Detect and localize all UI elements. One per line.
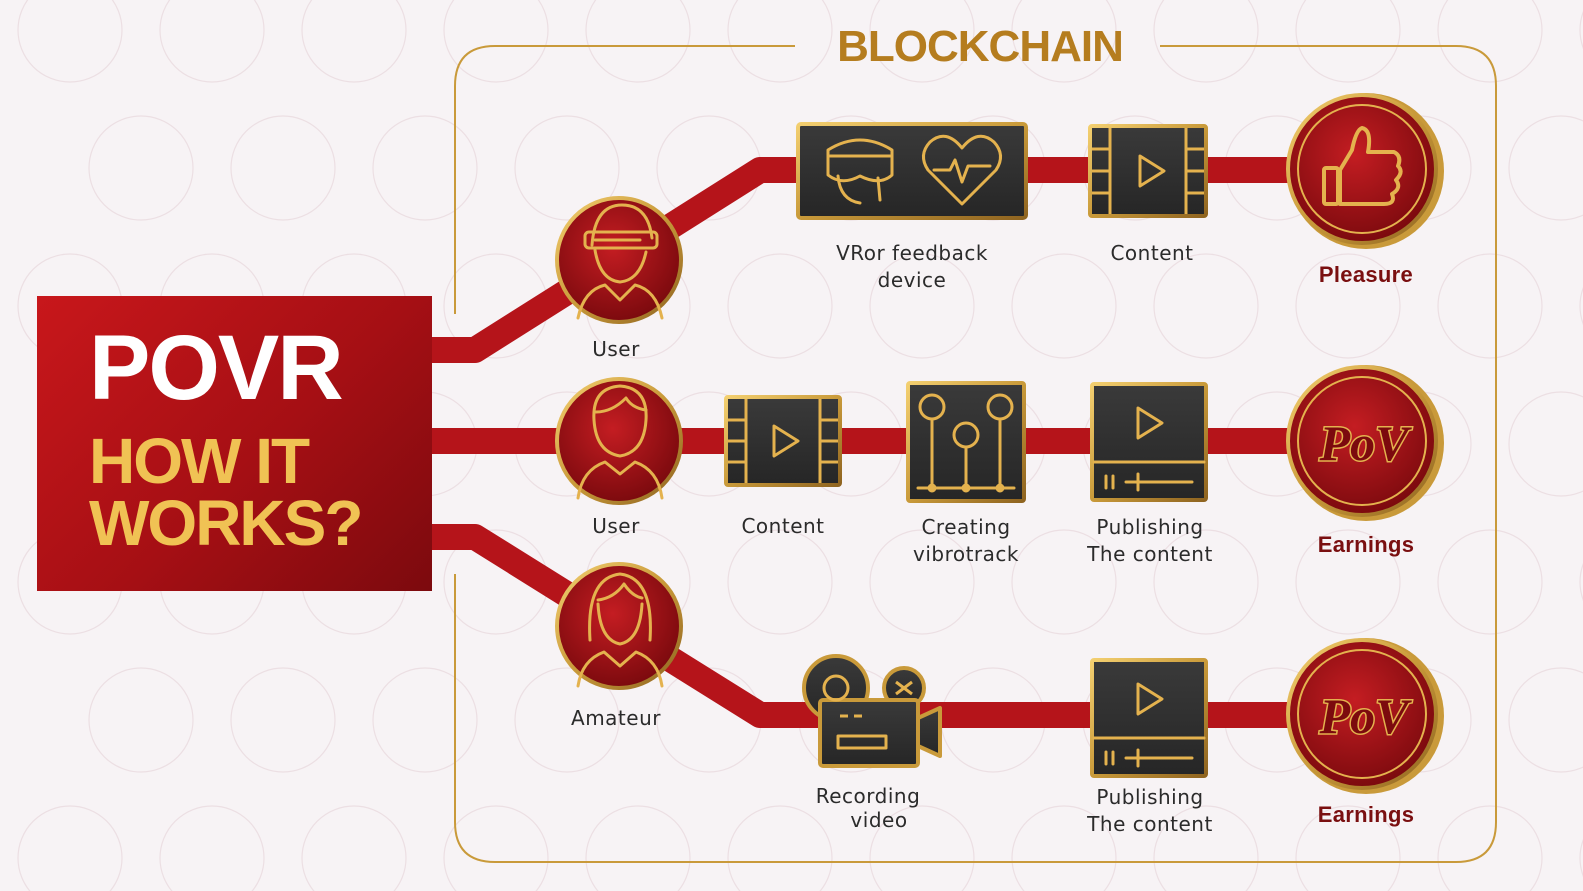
pattern-circle bbox=[1295, 0, 1401, 83]
step-content-middle bbox=[724, 395, 842, 487]
pattern-circle bbox=[1508, 391, 1583, 497]
movie-camera-icon bbox=[802, 654, 942, 768]
blockchain-title: BLOCKCHAIN bbox=[837, 22, 1124, 71]
brand-title: POVR bbox=[89, 317, 344, 419]
pattern-circle bbox=[230, 115, 336, 221]
video-player-icon bbox=[1092, 682, 1206, 768]
result-earnings-medal-middle: PoV bbox=[1286, 365, 1444, 521]
pattern-circle bbox=[1011, 0, 1117, 83]
video-player-icon bbox=[1092, 406, 1206, 492]
pattern-circle bbox=[514, 115, 620, 221]
result-label-earnings: Earnings bbox=[1317, 802, 1415, 827]
user-avatar-icon bbox=[576, 384, 664, 500]
pattern-circle bbox=[727, 805, 833, 891]
pattern-circle bbox=[1508, 667, 1583, 773]
step-label: Content bbox=[1110, 241, 1194, 265]
pattern-circle bbox=[869, 805, 975, 891]
pattern-circle bbox=[230, 667, 336, 773]
step-label: VRor feedback device bbox=[836, 241, 988, 292]
step-recording-video bbox=[802, 654, 942, 768]
step-creating-vibrotrack bbox=[906, 381, 1026, 503]
step-label: Content bbox=[741, 514, 825, 538]
povr-coin-icon: PoV bbox=[1319, 415, 1413, 471]
pattern-circle bbox=[727, 0, 833, 83]
pattern-circle bbox=[1579, 10, 1583, 50]
step-publishing-bottom bbox=[1090, 658, 1208, 778]
pattern-circle bbox=[585, 0, 691, 83]
pattern-circle bbox=[443, 805, 549, 891]
pattern-circle bbox=[1153, 529, 1259, 635]
step-label: Publishing The content bbox=[1087, 785, 1213, 836]
actor-amateur bbox=[555, 562, 683, 690]
step-label: Recording video bbox=[815, 784, 921, 832]
pattern-circle bbox=[727, 253, 833, 359]
blockchain-frame bbox=[454, 45, 1497, 863]
pattern-circle bbox=[17, 805, 123, 891]
pattern-circle bbox=[1153, 0, 1259, 83]
pattern-circle bbox=[1295, 529, 1401, 635]
pattern-circle bbox=[1295, 253, 1401, 359]
povr-coin-icon: PoV bbox=[1319, 688, 1413, 744]
pattern-circle bbox=[727, 529, 833, 635]
pattern-circle bbox=[1011, 529, 1117, 635]
vr-headset-icon bbox=[826, 138, 894, 205]
pattern-circle bbox=[301, 805, 407, 891]
pattern-circle bbox=[1437, 805, 1543, 891]
actor-user-middle bbox=[555, 377, 683, 505]
result-earnings-medal-bottom: PoV bbox=[1286, 638, 1444, 794]
pattern-circle bbox=[1011, 805, 1117, 891]
pattern-circle bbox=[1153, 805, 1259, 891]
pattern-circle bbox=[88, 115, 194, 221]
result-label-earnings: Earnings bbox=[1317, 532, 1415, 557]
pattern-circle bbox=[1295, 805, 1401, 891]
pattern-circle bbox=[17, 0, 123, 83]
pattern-circle bbox=[159, 0, 265, 83]
actor-user-top bbox=[555, 196, 683, 324]
step-label: Creating vibrotrack bbox=[912, 515, 1019, 566]
pattern-circle bbox=[1011, 253, 1117, 359]
result-label-pleasure: Pleasure bbox=[1318, 262, 1414, 287]
equalizer-icon bbox=[916, 393, 1016, 493]
pattern-circle bbox=[301, 0, 407, 83]
povr-hero-box: POVR HOW IT WORKS? bbox=[37, 296, 432, 591]
step-content-top bbox=[1088, 124, 1208, 218]
actor-label: User bbox=[592, 337, 640, 361]
pattern-circle bbox=[1579, 286, 1583, 326]
actor-label: Amateur bbox=[571, 706, 661, 730]
pattern-circle bbox=[1437, 0, 1543, 83]
step-publishing-middle bbox=[1090, 382, 1208, 502]
pattern-circle bbox=[1153, 253, 1259, 359]
how-it-works-heading: HOW IT WORKS? bbox=[89, 425, 363, 559]
thumbs-up-icon bbox=[1322, 126, 1403, 206]
film-play-icon bbox=[1092, 128, 1204, 214]
pattern-circle bbox=[1579, 562, 1583, 602]
pattern-circle bbox=[869, 253, 975, 359]
pattern-circle bbox=[443, 0, 549, 83]
step-vr-feedback-device bbox=[796, 122, 1028, 220]
pattern-circle bbox=[1508, 115, 1583, 221]
pattern-circle bbox=[88, 667, 194, 773]
pattern-circle bbox=[1579, 838, 1583, 878]
result-pleasure-medal bbox=[1286, 93, 1444, 249]
pattern-circle bbox=[1437, 253, 1543, 359]
film-play-icon bbox=[728, 399, 838, 483]
amateur-avatar-icon bbox=[576, 572, 664, 688]
pattern-circle bbox=[514, 667, 620, 773]
pattern-circle bbox=[159, 805, 265, 891]
pattern-circle bbox=[869, 529, 975, 635]
step-label: Publishing The content bbox=[1087, 515, 1213, 566]
pattern-circle bbox=[585, 805, 691, 891]
pattern-circle bbox=[1437, 529, 1543, 635]
vr-user-avatar-icon bbox=[576, 203, 664, 320]
heart-pulse-icon bbox=[922, 134, 1002, 206]
pattern-circle bbox=[372, 667, 478, 773]
pattern-circle bbox=[869, 0, 975, 83]
pattern-circle bbox=[372, 115, 478, 221]
actor-label: User bbox=[592, 514, 640, 538]
